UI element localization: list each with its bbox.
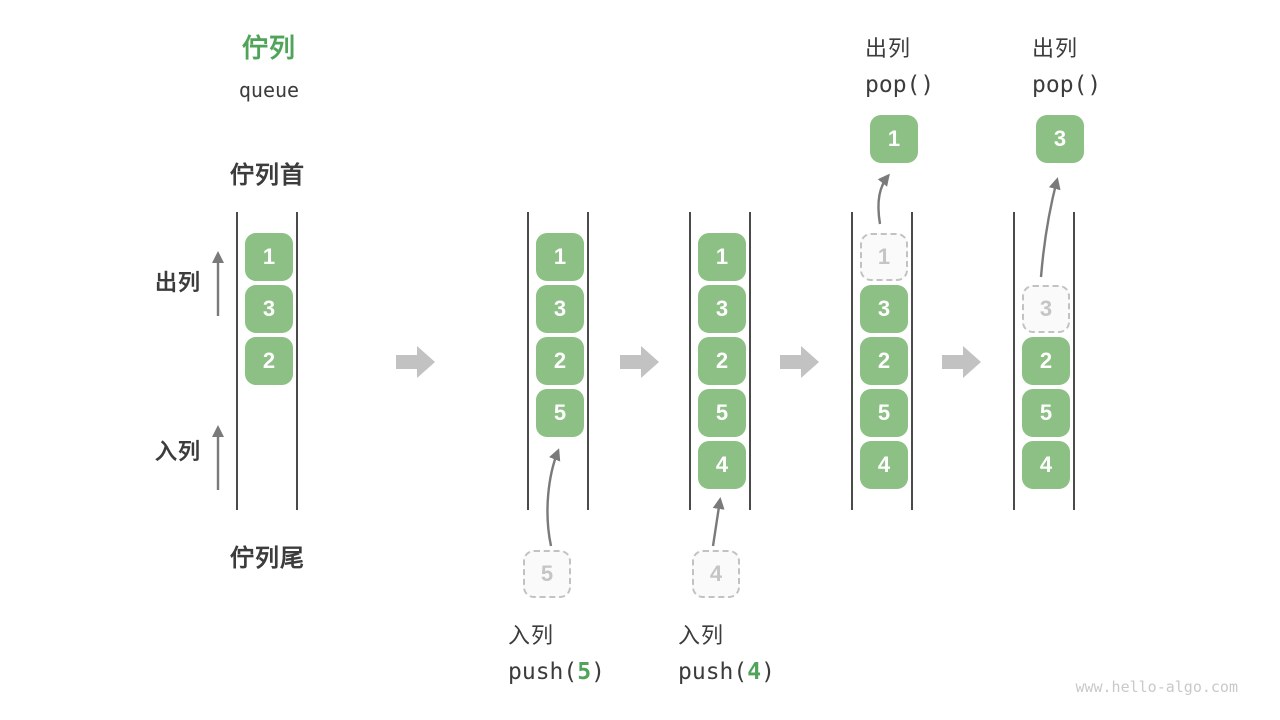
popped-value-box: 3 xyxy=(1036,115,1084,163)
queue-item: 1 xyxy=(245,233,293,281)
queue-item: 2 xyxy=(860,337,908,385)
queue-track-4: 1 3 2 5 4 xyxy=(851,212,913,510)
queue-item: 4 xyxy=(1022,441,1070,489)
push-code-arg: 4 xyxy=(747,659,762,685)
popped-value-box: 1 xyxy=(870,115,918,163)
queue-item: 4 xyxy=(698,441,746,489)
push-code-open: push( xyxy=(678,659,748,685)
next-state-arrow-icon xyxy=(396,345,436,379)
queue-item: 4 xyxy=(860,441,908,489)
queue-item: 3 xyxy=(245,285,293,333)
queue-item: 5 xyxy=(860,389,908,437)
queue-item: 1 xyxy=(698,233,746,281)
push-code-open: push( xyxy=(508,659,578,685)
pop-operation-label: 出列 pop() xyxy=(1032,31,1101,98)
queue-item: 2 xyxy=(245,337,293,385)
pop-operation-label: 出列 pop() xyxy=(865,31,934,98)
dequeue-legend-label: 出列 xyxy=(155,270,202,295)
queue-rear-label: 佇列尾 xyxy=(230,545,305,572)
push-operation-label: 入列 push(4) xyxy=(678,618,775,685)
queue-item-ghost: 1 xyxy=(860,233,908,281)
pop-label-code: pop() xyxy=(1032,72,1102,98)
push-label-code: push(5) xyxy=(508,659,605,685)
pop-label-code: pop() xyxy=(865,72,935,98)
next-state-arrow-icon xyxy=(780,345,820,379)
queue-item: 3 xyxy=(860,285,908,333)
next-state-arrow-icon xyxy=(620,345,660,379)
push-code-close: ) xyxy=(591,659,605,685)
queue-front-label: 佇列首 xyxy=(230,162,305,189)
push-label-zh: 入列 xyxy=(508,623,555,648)
queue-item: 2 xyxy=(698,337,746,385)
push-operation-label: 入列 push(5) xyxy=(508,618,605,685)
push-code-close: ) xyxy=(761,659,775,685)
queue-item: 5 xyxy=(1022,389,1070,437)
queue-item: 3 xyxy=(536,285,584,333)
queue-item-ghost: 3 xyxy=(1022,285,1070,333)
enqueue-legend-label: 入列 xyxy=(155,439,202,464)
next-state-arrow-icon xyxy=(942,345,982,379)
queue-item: 5 xyxy=(536,389,584,437)
queue-item: 2 xyxy=(1022,337,1070,385)
queue-item: 5 xyxy=(698,389,746,437)
queue-track-3: 1 3 2 5 4 xyxy=(689,212,751,510)
diagram-title: 佇列 queue xyxy=(189,28,349,102)
watermark: www.hello-algo.com xyxy=(1075,678,1238,696)
pop-label-zh: 出列 xyxy=(1032,36,1079,61)
queue-track-5: 3 2 5 4 xyxy=(1013,212,1075,510)
incoming-value-box: 5 xyxy=(523,550,571,598)
queue-item: 1 xyxy=(536,233,584,281)
push-label-zh: 入列 xyxy=(678,623,725,648)
title-zh: 佇列 xyxy=(241,33,296,63)
push-label-code: push(4) xyxy=(678,659,775,685)
queue-item: 2 xyxy=(536,337,584,385)
push-code-arg: 5 xyxy=(577,659,592,685)
title-en: queue xyxy=(238,78,300,102)
pop-label-zh: 出列 xyxy=(865,36,912,61)
queue-item: 3 xyxy=(698,285,746,333)
queue-track-1: 1 3 2 xyxy=(236,212,298,510)
queue-track-2: 1 3 2 5 xyxy=(527,212,589,510)
incoming-value-box: 4 xyxy=(692,550,740,598)
